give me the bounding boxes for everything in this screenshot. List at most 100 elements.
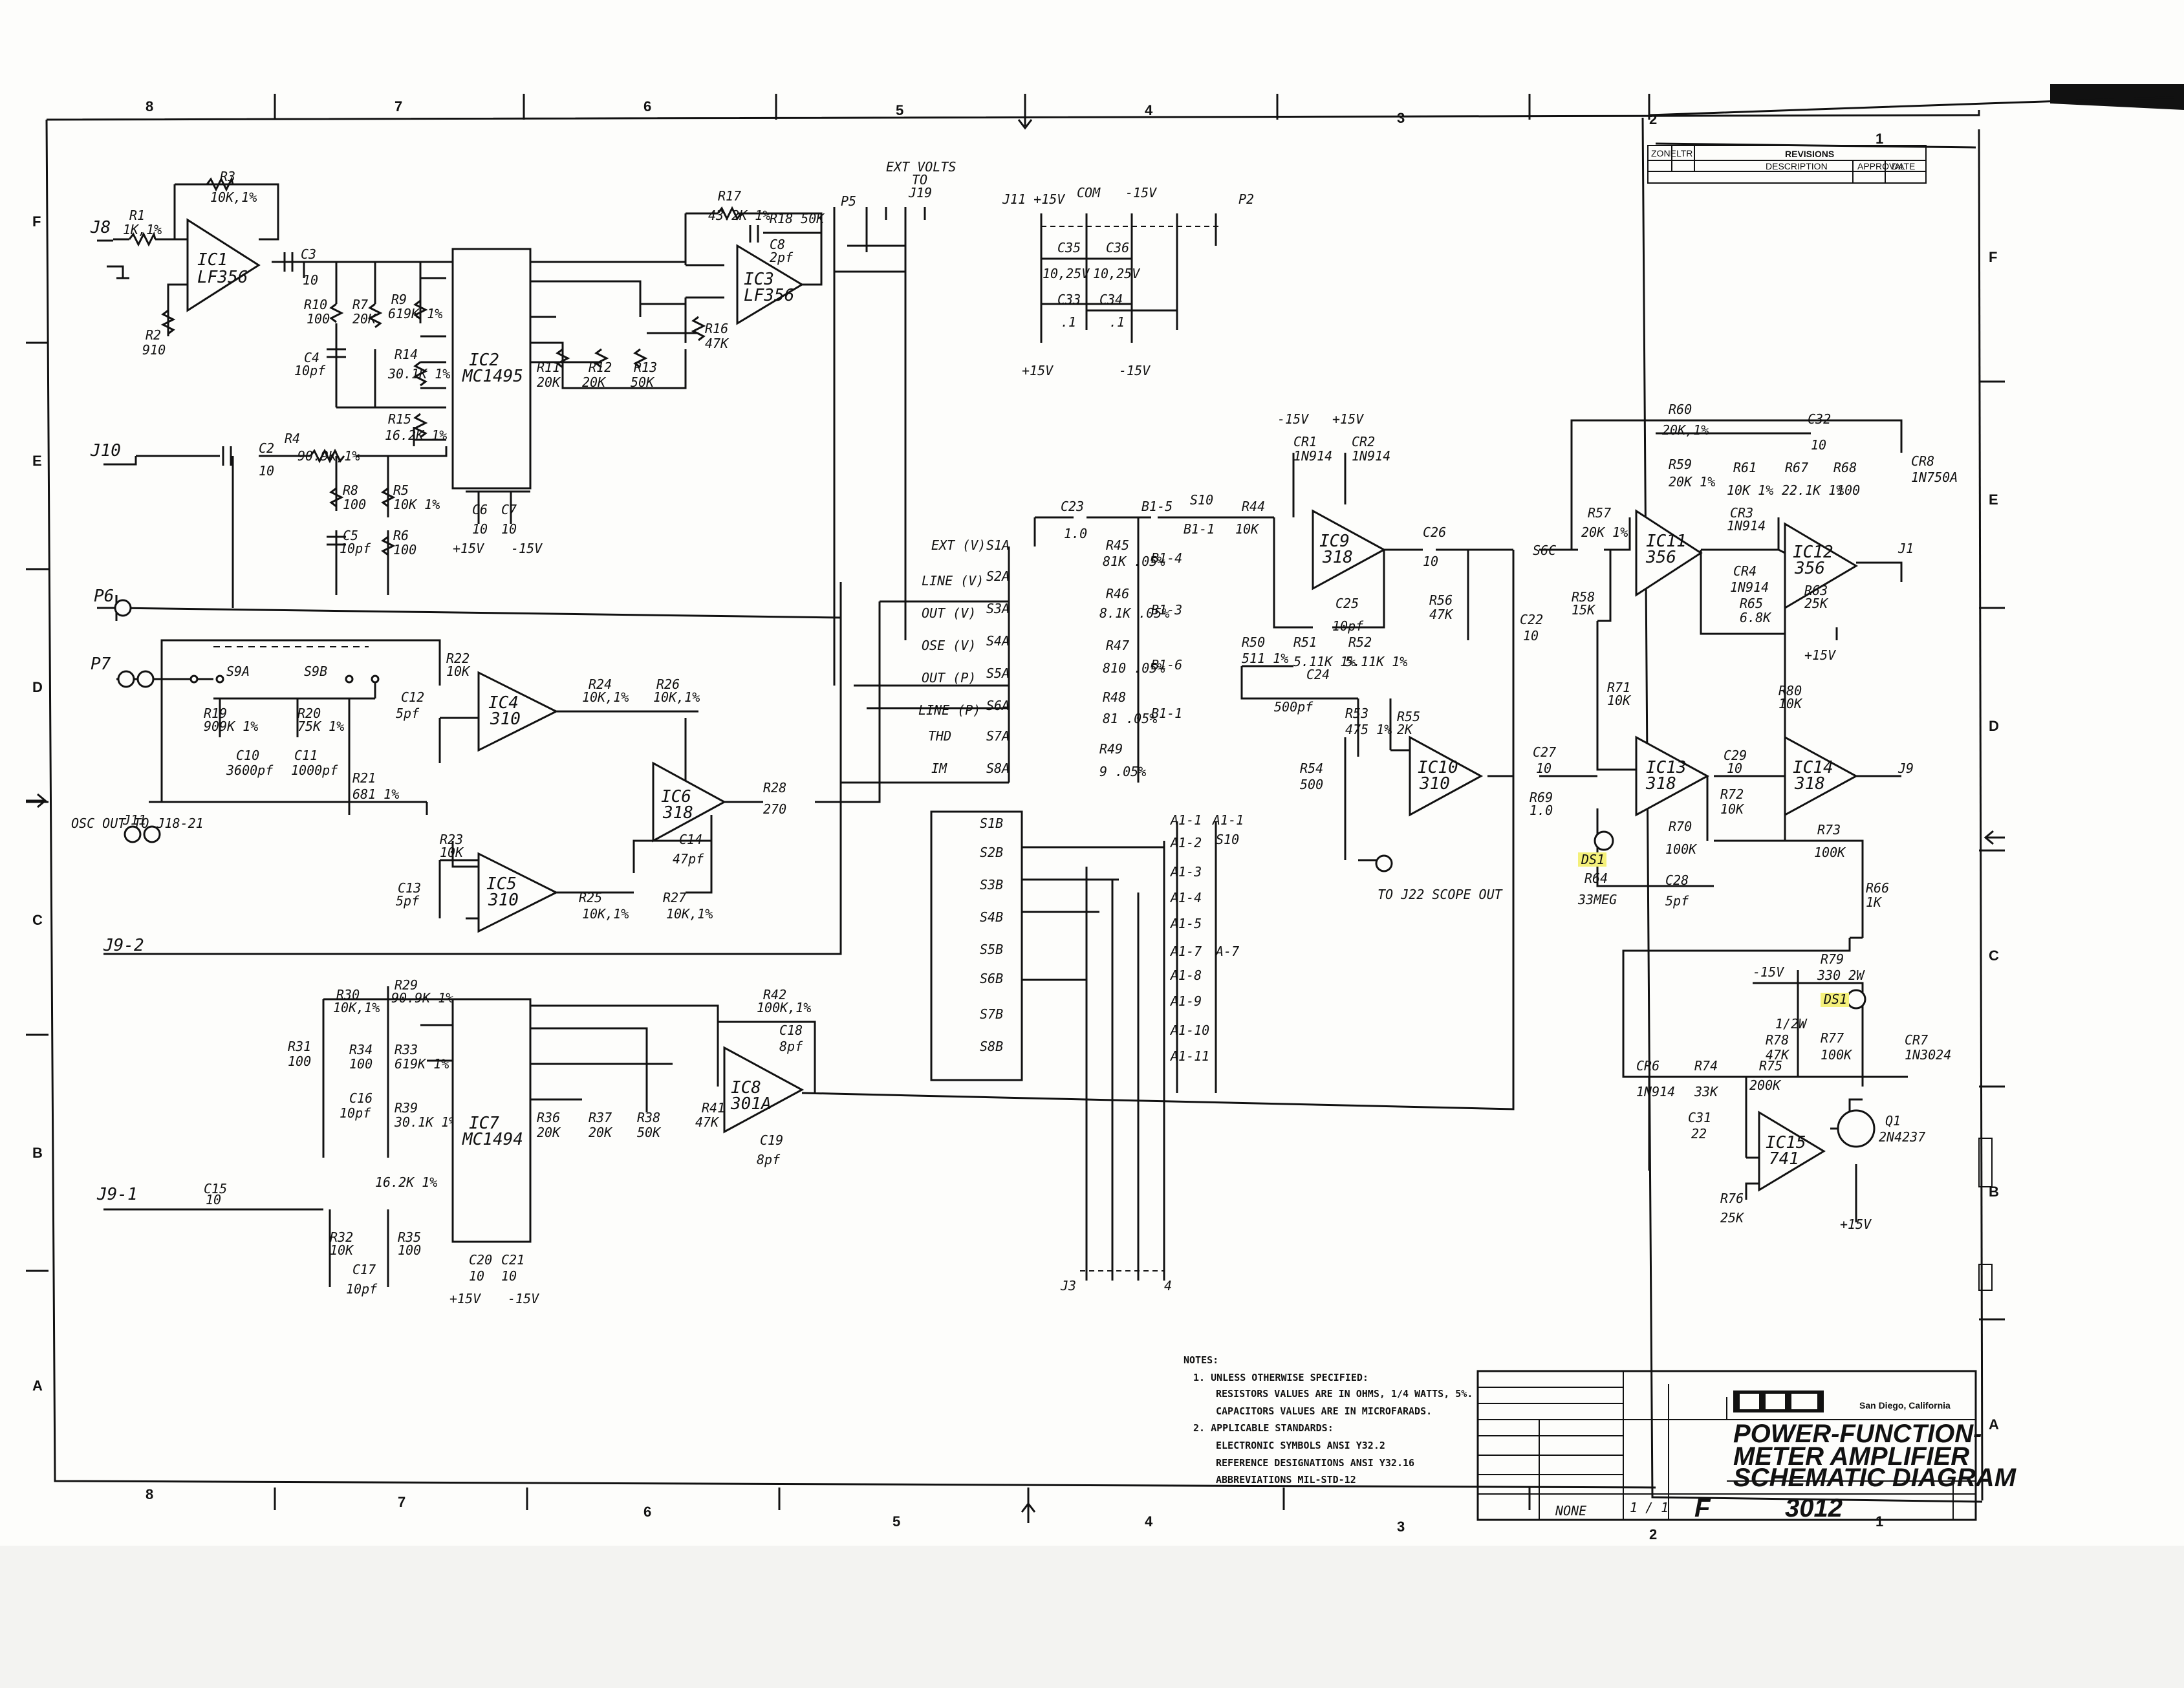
- opamp-ic14: IC14 318: [1784, 735, 1859, 817]
- r44: R44 10K: [1235, 499, 1265, 537]
- ext-volts-connector: EXT VOLTS TO J19 P5: [833, 159, 956, 686]
- svg-text:25K: 25K: [1720, 1210, 1745, 1226]
- svg-text:R58: R58: [1572, 589, 1595, 605]
- svg-text:25K: 25K: [1804, 596, 1829, 611]
- opamp-ic4: IC4 310: [477, 671, 559, 752]
- svg-text:EXT (V): EXT (V): [931, 537, 986, 553]
- svg-text:S3A: S3A: [986, 601, 1010, 616]
- svg-text:C2: C2: [259, 440, 274, 456]
- svg-text:1: 1: [1876, 1513, 1883, 1530]
- svg-text:10K,1%: 10K,1%: [582, 906, 629, 922]
- svg-text:10: 10: [1811, 437, 1826, 453]
- zone-labels-side: F E D C B A F E D C B A: [32, 213, 1999, 1433]
- svg-text:S9A: S9A: [226, 664, 250, 679]
- svg-text:R64: R64: [1584, 871, 1608, 886]
- svg-text:CR1: CR1: [1293, 434, 1317, 449]
- svg-text:R57: R57: [1588, 505, 1611, 521]
- svg-text:IC12: IC12: [1793, 543, 1833, 562]
- r57-r58: R57 20K 1% R58 15K: [1572, 505, 1628, 618]
- svg-text:B: B: [1989, 1184, 1999, 1200]
- svg-text:J19: J19: [908, 185, 932, 200]
- svg-text:A1-8: A1-8: [1169, 968, 1202, 983]
- r22-c12: R22 10K C12 5pf: [396, 651, 471, 721]
- svg-text:B1-1: B1-1: [1184, 521, 1215, 537]
- svg-text:8: 8: [146, 1486, 153, 1502]
- svg-text:10: 10: [1523, 628, 1539, 644]
- r78-r77-cr7: 1/2W R78 47K R77 100K CR7 1N3024: [1766, 1016, 1951, 1063]
- svg-text:R44: R44: [1242, 499, 1265, 514]
- wiring-lower-left: [103, 563, 1515, 1287]
- svg-text:IC3: IC3: [744, 270, 774, 289]
- r24-r26: R24 10K,1% R26 10K,1%: [582, 676, 700, 705]
- opamp-ic8: IC8 301A: [723, 1046, 805, 1134]
- svg-text:OUT (P): OUT (P): [922, 670, 976, 686]
- svg-text:5.11K 1%: 5.11K 1%: [1293, 654, 1356, 669]
- svg-text:R66: R66: [1866, 880, 1889, 896]
- svg-text:C33: C33: [1057, 292, 1081, 307]
- svg-text:+15V: +15V: [1332, 411, 1364, 427]
- svg-text:R74: R74: [1694, 1058, 1718, 1074]
- svg-text:J9-2: J9-2: [103, 936, 144, 955]
- svg-text:100K: 100K: [1821, 1047, 1853, 1063]
- svg-text:DS1: DS1: [1823, 991, 1847, 1007]
- svg-text:S6B: S6B: [980, 971, 1003, 986]
- r23-c13: R23 10K C13 5pf: [396, 832, 464, 909]
- svg-text:S2A: S2A: [986, 568, 1010, 584]
- svg-text:C6: C6: [472, 502, 488, 517]
- svg-text:10: 10: [472, 521, 488, 537]
- svg-text:810 .05%: 810 .05%: [1103, 660, 1165, 676]
- transistor-q1: Q1 2N4237: [1837, 1109, 1925, 1148]
- opamp-ic3: IC3 LF356: [736, 244, 804, 325]
- svg-text:C16: C16: [349, 1090, 373, 1106]
- svg-text:10K: 10K: [440, 845, 464, 860]
- svg-text:2. APPLICABLE STANDARDS:: 2. APPLICABLE STANDARDS:: [1193, 1422, 1334, 1434]
- svg-text:S10: S10: [1190, 492, 1213, 508]
- svg-text:5pf: 5pf: [1665, 893, 1689, 909]
- svg-text:310: 310: [490, 709, 521, 729]
- svg-text:10K 1%: 10K 1%: [393, 497, 440, 512]
- svg-text:METER AMPLIFIER: METER AMPLIFIER: [1733, 1442, 1969, 1471]
- switch-bank-b: S1B S2B S3B S4B S5B S6B S7B S8B: [930, 810, 1164, 1081]
- svg-text:2: 2: [1649, 111, 1657, 127]
- c29-r72: C29 10 R72 10K: [1720, 748, 1747, 817]
- switch-bank-a: EXT (V) S1A LINE (V) S2A OUT (V) S3A OSE…: [841, 272, 1010, 784]
- svg-text:75K 1%: 75K 1%: [297, 719, 344, 734]
- svg-text:90.9K,1%: 90.9K,1%: [297, 448, 360, 464]
- svg-text:681 1%: 681 1%: [352, 786, 399, 802]
- mult-ic2: IC2 MC1495: [451, 248, 532, 490]
- svg-text:C25: C25: [1335, 596, 1359, 611]
- r8-r5-r6-c5: R8 100 R5 10K 1% C5 10pf R6 100: [327, 482, 440, 557]
- capacitor-c2: C2 10: [222, 440, 274, 479]
- svg-text:B1-3: B1-3: [1151, 602, 1182, 618]
- svg-text:-15V: -15V: [1125, 185, 1157, 200]
- svg-text:IC6: IC6: [661, 787, 691, 806]
- svg-text:3600pf: 3600pf: [226, 763, 274, 778]
- svg-text:10: 10: [1727, 761, 1742, 776]
- svg-text:S8B: S8B: [980, 1039, 1003, 1054]
- svg-text:F: F: [1694, 1494, 1711, 1522]
- svg-text:R50: R50: [1242, 634, 1265, 650]
- svg-text:DS1: DS1: [1581, 852, 1605, 867]
- svg-text:3: 3: [1397, 110, 1405, 126]
- svg-text:+15V: +15V: [453, 541, 484, 556]
- svg-text:100: 100: [343, 497, 366, 512]
- svg-text:CR7: CR7: [1905, 1032, 1928, 1048]
- svg-text:IC9: IC9: [1319, 532, 1350, 551]
- svg-text:.1: .1: [1109, 314, 1125, 330]
- svg-text:R75: R75: [1759, 1058, 1782, 1074]
- svg-text:301A: 301A: [730, 1094, 772, 1114]
- svg-text:R76: R76: [1720, 1191, 1744, 1206]
- svg-text:4: 4: [1145, 1513, 1153, 1530]
- svg-text:R5: R5: [393, 482, 409, 498]
- svg-text:R7: R7: [352, 297, 368, 312]
- svg-text:R34: R34: [349, 1042, 373, 1057]
- c20-c21-supply: C20 10 C21 10 +15V -15V: [449, 1252, 539, 1306]
- svg-text:10K: 10K: [1720, 801, 1745, 817]
- a1-terminal-strip: A1-1 A1-2 A1-3 A1-4 A1-5 A1-7 A1-8 A1-9 …: [1085, 812, 1244, 1281]
- svg-text:R80: R80: [1779, 683, 1802, 698]
- divider-r45-r49: R45 81K .05% R46 8.1K .05% R47 810 .05% …: [1099, 537, 1182, 779]
- svg-text:100: 100: [1837, 482, 1860, 498]
- svg-text:C24: C24: [1306, 667, 1330, 682]
- svg-text:7: 7: [395, 98, 402, 114]
- svg-text:10,25V: 10,25V: [1093, 266, 1140, 281]
